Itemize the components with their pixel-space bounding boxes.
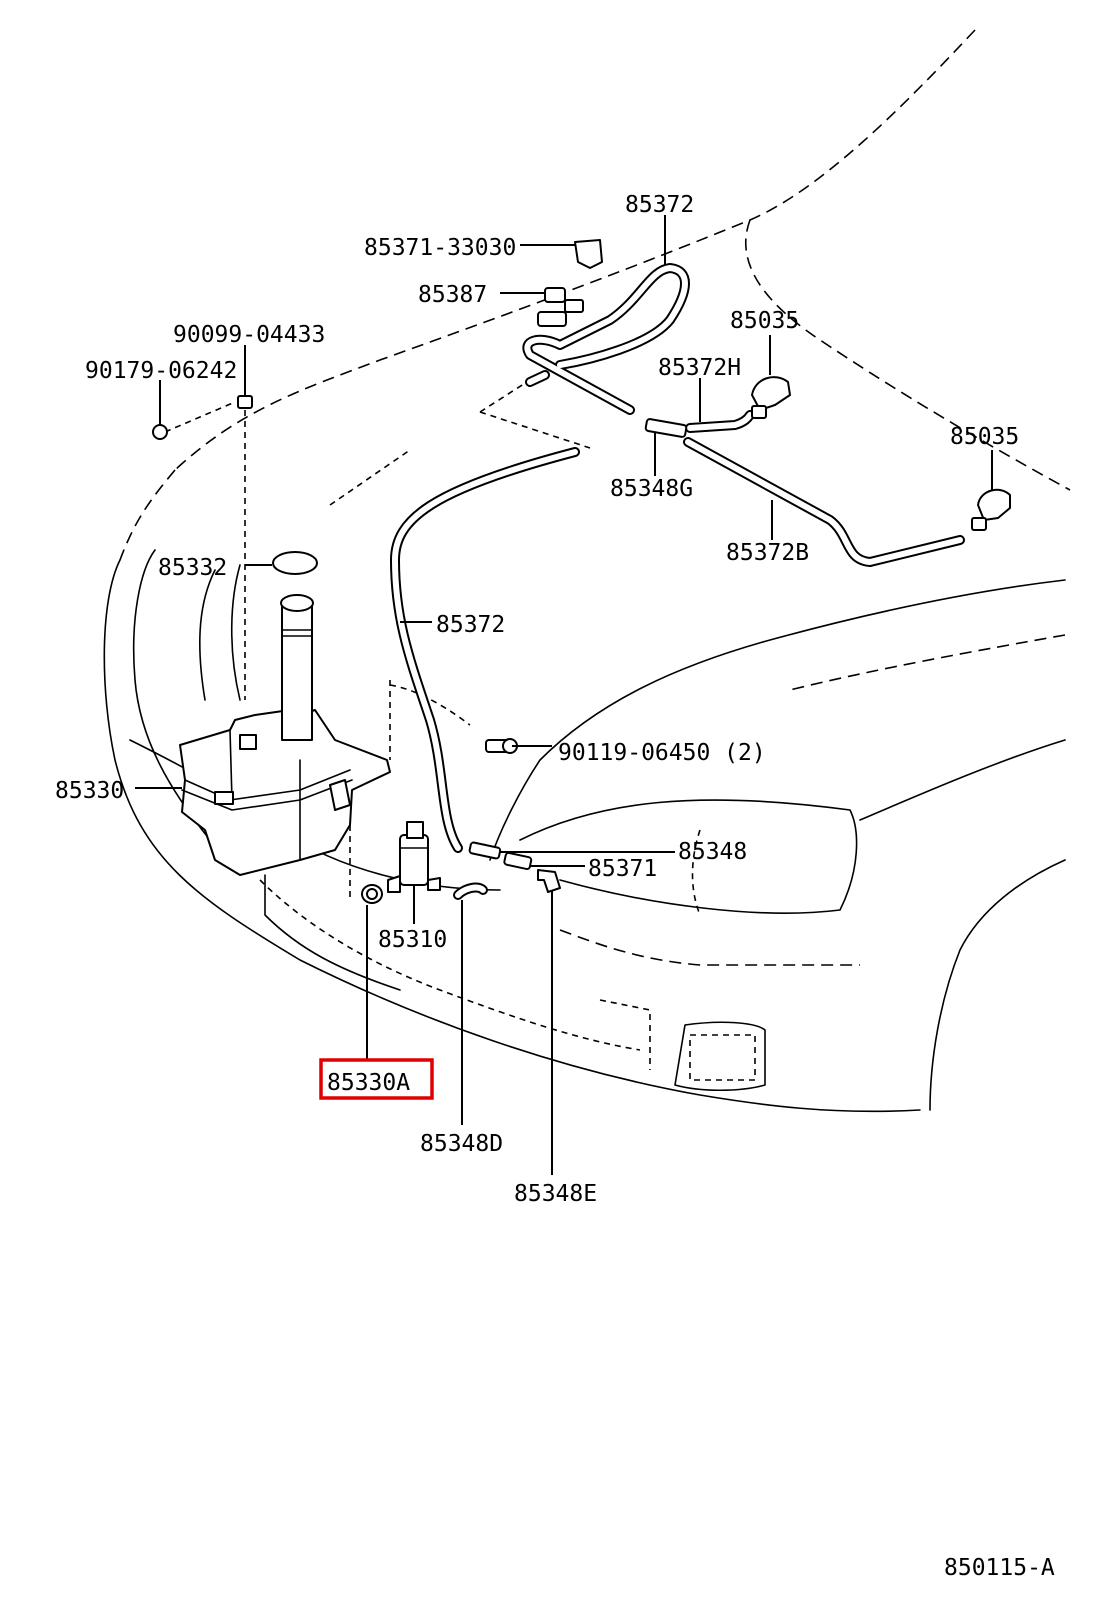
label-85332: 85332 [158, 555, 227, 581]
label-85387: 85387 [418, 282, 487, 308]
label-85310: 85310 [378, 927, 447, 953]
nozzle-85035-a [751, 376, 791, 419]
label-85371-33030: 85371-33030 [364, 235, 516, 261]
connectors [152, 239, 688, 893]
label-85372-top: 85372 [625, 192, 694, 218]
label-85372h: 85372H [658, 355, 741, 381]
label-85372-mid: 85372 [436, 612, 505, 638]
label-85330a[interactable]: 85330A [327, 1070, 410, 1096]
label-85348: 85348 [678, 839, 747, 865]
leader-lines [135, 215, 993, 1175]
washer-cap-85332 [272, 551, 318, 575]
vehicle-body-outline [103, 29, 1071, 1113]
washer-tank-85330 [179, 594, 391, 876]
label-85348e: 85348E [514, 1181, 597, 1207]
label-85035-a: 85035 [730, 308, 799, 334]
label-85348d: 85348D [420, 1131, 503, 1157]
label-85330: 85330 [55, 778, 124, 804]
label-90099-04433: 90099-04433 [173, 322, 325, 348]
diagram-id: 850115-A [944, 1555, 1055, 1581]
part-labels: 85372 85371-33030 85387 85035 85372H 900… [55, 192, 1055, 1581]
label-90119-06450: 90119-06450 (2) [558, 740, 766, 766]
label-85371: 85371 [588, 856, 657, 882]
washer-pump-85310 [387, 821, 441, 893]
selected-part-highlight [319, 1058, 434, 1100]
label-85035-b: 85035 [950, 424, 1019, 450]
washer-hoses [390, 263, 965, 900]
label-90179-06242: 90179-06242 [85, 358, 237, 384]
label-85372b: 85372B [726, 540, 809, 566]
nozzle-85035-b [971, 488, 1011, 531]
grommet-85330A [361, 884, 383, 904]
label-85348g: 85348G [610, 476, 693, 502]
